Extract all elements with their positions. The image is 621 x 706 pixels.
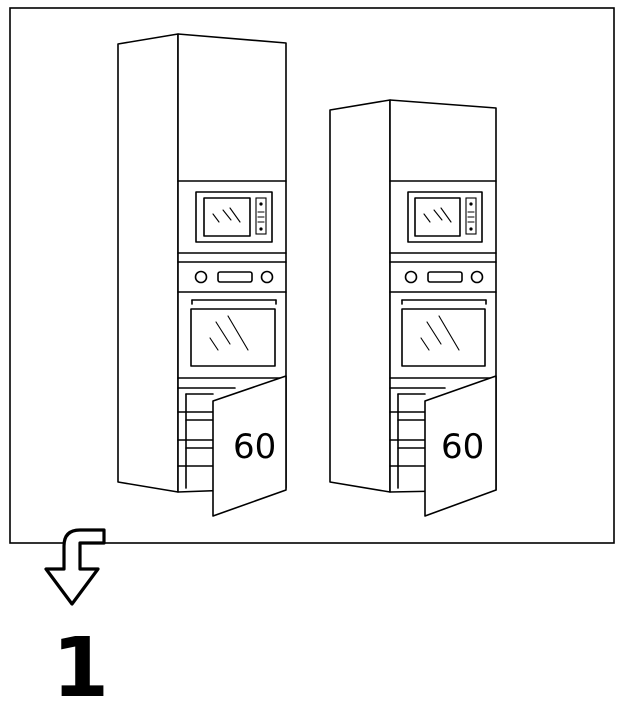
drawers [177, 387, 236, 489]
oven-icon [177, 261, 287, 379]
door-width-label: 60 [233, 427, 276, 467]
drawers [389, 387, 446, 489]
step-number: 1 [52, 621, 109, 706]
cabinet-right: 60 [329, 99, 497, 517]
microwave-icon [177, 191, 287, 254]
turn-down-arrow-icon [44, 528, 106, 606]
open-door-right [424, 375, 497, 517]
tall-cabinet-left: 60 [117, 33, 287, 517]
microwave-icon [389, 191, 497, 254]
oven-icon [389, 261, 497, 379]
door-width-label: 60 [441, 427, 484, 467]
illustration-frame [9, 7, 615, 544]
open-door-left [212, 375, 287, 517]
